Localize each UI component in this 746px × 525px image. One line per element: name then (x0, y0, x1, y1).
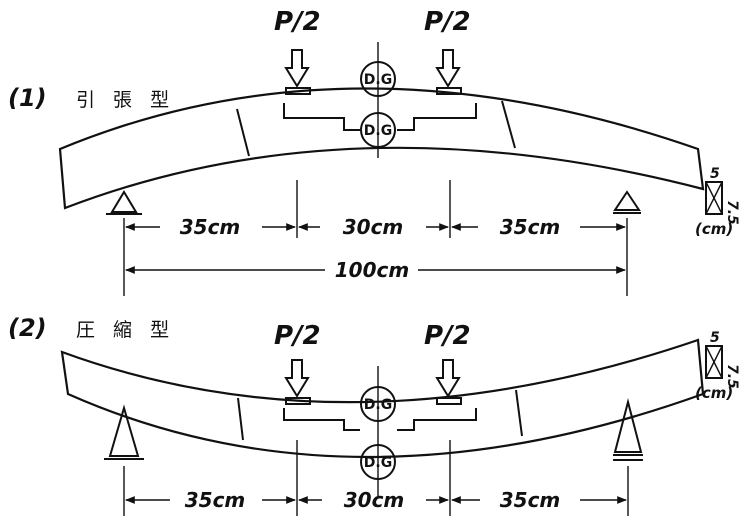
case1-load-right: P/2 (424, 7, 471, 95)
case2-dim-right: 35cm (500, 488, 561, 512)
case2-gauge-bottom (360, 444, 396, 480)
case1-gauge-frame (283, 103, 477, 131)
case2-dim-center: 30cm (344, 488, 405, 512)
case1-joint-right (501, 100, 516, 149)
case2-load-left-label: P/2 (274, 321, 321, 351)
case1-section-width: 5 (710, 166, 720, 182)
case1-gauge-top (360, 61, 396, 97)
case2-support-right (613, 398, 643, 461)
case2-joint-right (515, 389, 523, 437)
case1-gauge-bottom (360, 112, 396, 148)
case1-gauge-top-label: D.G (364, 72, 392, 88)
case1-dim-left: 35cm (180, 215, 241, 239)
case1-support-right (613, 190, 641, 214)
case2-load-right: P/2 (424, 321, 471, 405)
case1-section-height: 7.5 (724, 200, 740, 225)
case1-dim-center: 30cm (343, 215, 404, 239)
case2-load-left: P/2 (274, 321, 321, 405)
case1-load-right-label: P/2 (424, 7, 471, 37)
case2-number: (2) (8, 314, 47, 342)
case1-name: 引 張 型 (76, 89, 175, 111)
case1-joint-left (236, 108, 250, 157)
case1-support-left (106, 190, 142, 215)
case2-gauge-top (360, 386, 396, 422)
case2-joint-left (237, 397, 244, 441)
case2-diagram: (2) 圧 縮 型 D.G D.G P/2 P/2 (8, 314, 740, 516)
case2-gauge-top-label: D.G (364, 397, 392, 413)
case1-gauge-bottom-label: D.G (364, 123, 392, 139)
case1-load-left: P/2 (274, 7, 321, 95)
case1-number: (1) (8, 84, 47, 112)
case2-support-left (104, 404, 144, 460)
case1-dim-right: 35cm (500, 215, 561, 239)
case2-section-width: 5 (710, 330, 720, 346)
case1-section-unit: (cm) (695, 220, 733, 238)
case2-gauge-bottom-label: D.G (364, 455, 392, 471)
case2-gauge-frame (283, 408, 477, 431)
case2-section-unit: (cm) (695, 384, 733, 402)
case2-beam (60, 338, 705, 459)
case2-name: 圧 縮 型 (76, 319, 175, 341)
case2-section-height: 7.5 (724, 364, 740, 389)
case2-dim-left: 35cm (185, 488, 246, 512)
case1-beam (58, 87, 705, 210)
case1-dim-total: 100cm (335, 258, 409, 282)
case1-diagram: (1) 引 張 型 D.G D.G P/2 P/2 (8, 7, 740, 296)
case2-section: 5 7.5 (cm) (695, 330, 740, 402)
case1-load-left-label: P/2 (274, 7, 321, 37)
case1-section: 5 7.5 (cm) (695, 166, 740, 238)
case2-load-right-label: P/2 (424, 321, 471, 351)
